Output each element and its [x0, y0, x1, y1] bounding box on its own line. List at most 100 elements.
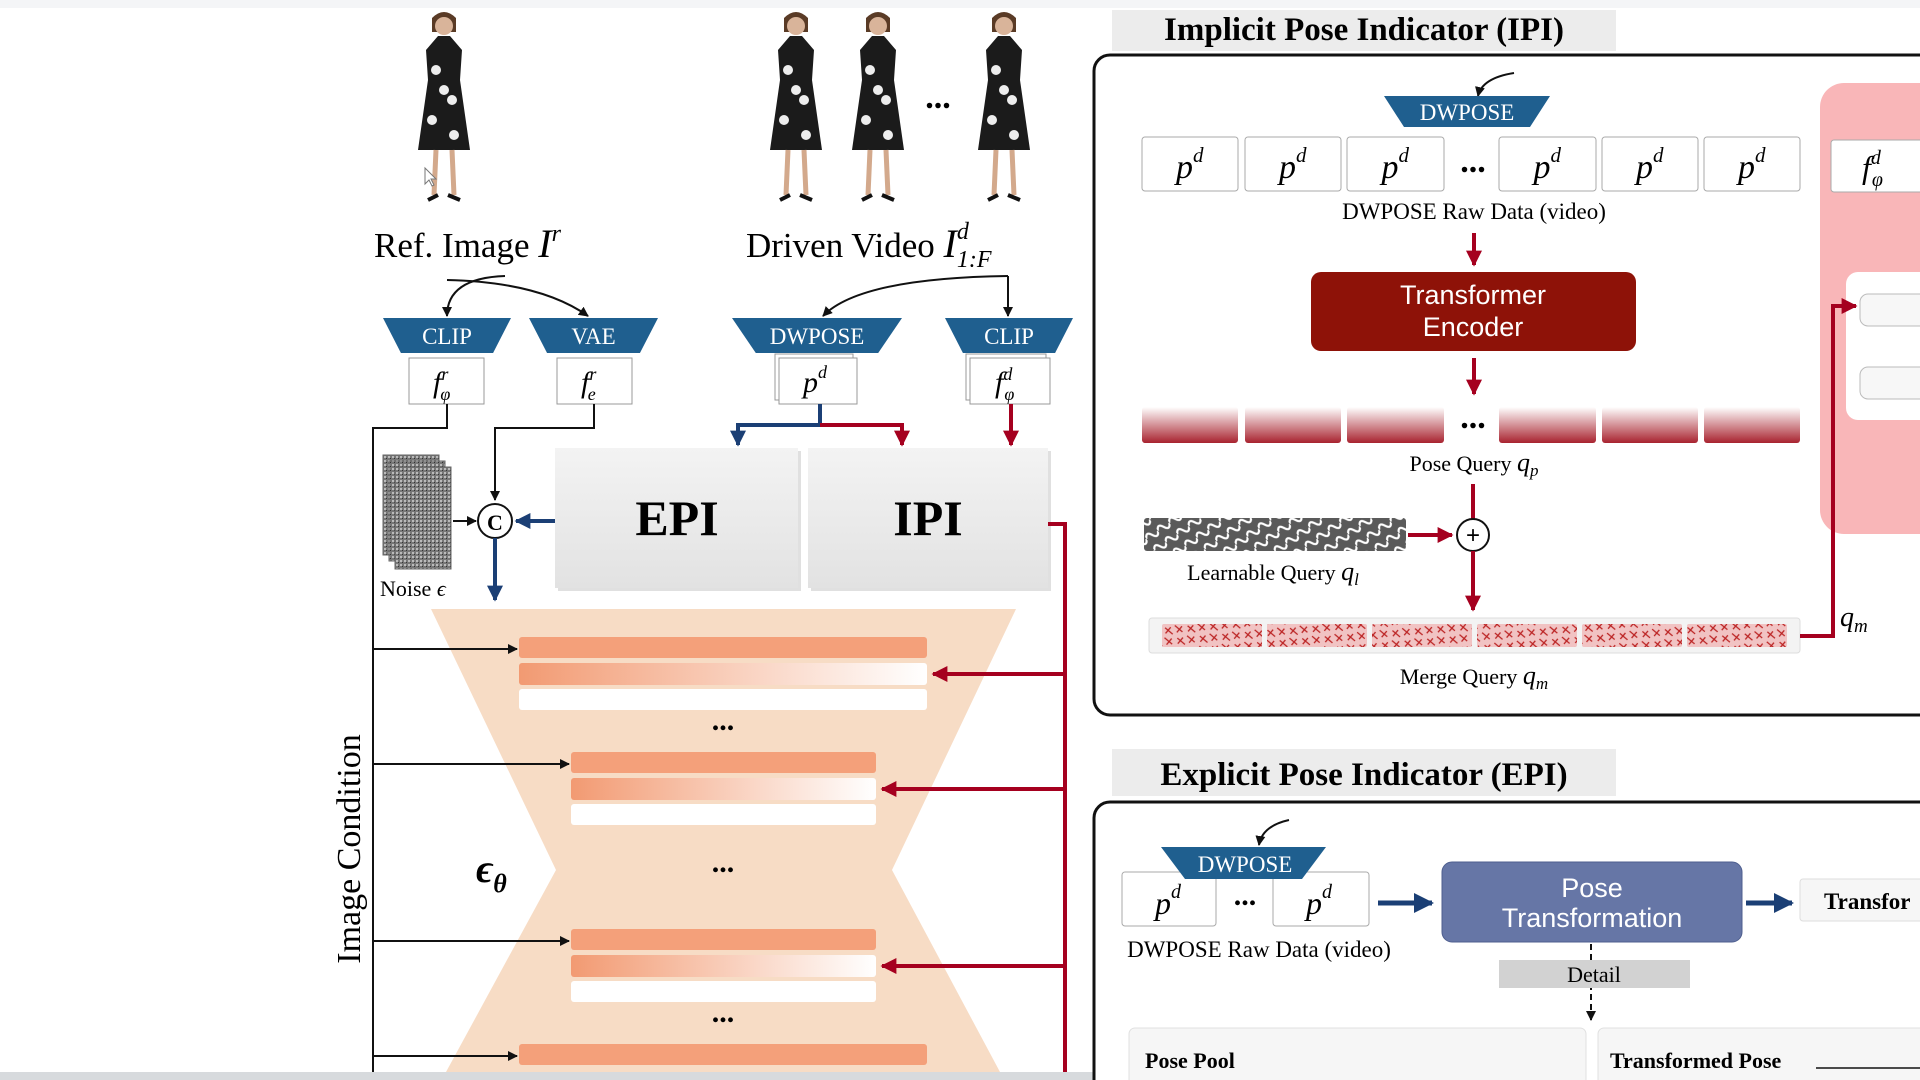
unet-block-bar [519, 1044, 927, 1065]
epi-dwpose-input-arrow [1255, 819, 1290, 846]
svg-text:fdφ: fdφ [995, 364, 1014, 404]
detail-label: Detail [1567, 962, 1621, 987]
image-condition-line [372, 404, 448, 1072]
merge-query-token [1162, 624, 1262, 647]
ref-to-clip-arrow [442, 275, 506, 317]
pose-query-token [1602, 407, 1698, 443]
clip-encoder-ref [383, 318, 511, 353]
svg-text:pd: pd [1634, 143, 1664, 186]
vae-encoder-label: VAE [571, 324, 615, 349]
svg-text:pd: pd [1153, 881, 1182, 921]
video-frames-ellipsis: ... [925, 79, 951, 116]
driven-video-frame [770, 12, 822, 202]
pose-query-token [1347, 407, 1444, 443]
plus-node: + [1456, 518, 1490, 552]
learnable-query-label: Learnable Query ql [1187, 557, 1359, 589]
ipi-pose-box: pd [1346, 136, 1445, 192]
pose-query-token [1499, 407, 1596, 443]
ipi-raw-data-label: DWPOSE Raw Data (video) [1342, 199, 1606, 224]
merge-query-token [1372, 624, 1472, 647]
pose-query-token [1245, 407, 1341, 443]
noise-label: Noise ϵ [380, 576, 447, 601]
unet-block-bar [571, 929, 876, 950]
merge-query-token [1267, 624, 1367, 647]
dwpose-encoder-label: DWPOSE [770, 324, 865, 349]
transformer-encoder [1311, 272, 1636, 351]
ipi-block: IPI [808, 448, 1051, 591]
bottom-bar [0, 1072, 1920, 1080]
transformed-output-label: Transfor [1824, 889, 1910, 914]
unet-block-empty-bar [519, 689, 927, 710]
unet-block-bar [571, 752, 876, 773]
unet-ellipsis: ... [712, 996, 735, 1029]
pose-query-token [1704, 407, 1800, 443]
transformed-pose-panel [1597, 1027, 1920, 1080]
svg-text:frφ: frφ [433, 364, 450, 404]
f-r-e-to-concat-line [490, 404, 595, 501]
ipi-pose-box: pd [1141, 136, 1239, 192]
dwpose-encoder [732, 318, 902, 353]
pose-to-epi-arrow [730, 404, 822, 447]
svg-text:pd: pd [801, 362, 828, 399]
epi-title-tab [1112, 749, 1616, 796]
ipi-dwpose-encoder [1384, 96, 1550, 127]
pose-query-token [1142, 407, 1238, 443]
unet-block-empty-bar [571, 804, 876, 825]
pose-query-label: Pose Query qp [1409, 448, 1538, 480]
ipi-dwpose-label: DWPOSE [1420, 100, 1515, 125]
clip-encoder-driven-label: CLIP [984, 324, 1034, 349]
video-to-dwpose-arrow [822, 275, 1009, 317]
svg-text:+: + [1466, 522, 1480, 549]
unet-block-empty-bar [571, 981, 876, 1002]
merge-query-label: Merge Query qm [1400, 661, 1548, 693]
ipi-clip-feature-box [1830, 139, 1920, 193]
svg-text:EPI: EPI [635, 490, 718, 546]
top-rule [0, 0, 1920, 8]
pose-pool-label: Pose Pool [1145, 1048, 1235, 1073]
ref-image-label: Ref. Image Ir [374, 221, 562, 266]
ipi-pose-box: pd [1703, 136, 1801, 192]
ipi-attention-slot-1 [1859, 293, 1920, 327]
ipi-title-tab [1112, 10, 1616, 51]
svg-text:pd: pd [1380, 143, 1410, 186]
unet-block-gradient-bar [519, 663, 927, 685]
ipi-attention-slot-2 [1859, 366, 1920, 400]
ref-to-vae-arrow [446, 279, 589, 317]
epi-pose-ellipsis: ... [1234, 879, 1257, 912]
concat-node: C [477, 503, 513, 539]
unet-symbol: ϵθ [476, 846, 507, 898]
epi-dwpose-label: DWPOSE [1198, 852, 1293, 877]
transformed-pose-label: Transformed Pose [1610, 1048, 1782, 1073]
cursor-icon [424, 166, 438, 187]
epi-title: Explicit Pose Indicator (EPI) [1160, 757, 1567, 793]
driven-video-frame [978, 12, 1030, 202]
unet-block-gradient-bar [571, 778, 876, 800]
dress-images [418, 12, 1030, 202]
ipi-pose-box: pd [1601, 136, 1699, 192]
ipi-output-line [1048, 522, 1067, 1072]
ipi-pose-ellipsis: ... [1460, 143, 1486, 180]
clip-encoder-ref-label: CLIP [422, 324, 472, 349]
pose-pool-panel [1128, 1027, 1587, 1080]
svg-text:IPI: IPI [893, 490, 962, 546]
merge-query-side-label: qm [1840, 602, 1868, 637]
unet-ellipsis: ... [712, 846, 735, 879]
merge-query-token [1477, 624, 1577, 647]
svg-text:fre: fre [581, 364, 597, 404]
reference-image-figure [418, 12, 470, 202]
svg-text:pd: pd [1277, 143, 1307, 186]
ipi-dwpose-input-arrow [1475, 72, 1515, 97]
ipi-title: Implicit Pose Indicator (IPI) [1164, 12, 1564, 48]
svg-text:pd: pd [1736, 143, 1766, 186]
vae-encoder [529, 318, 658, 353]
driven-pose-feature-box: pd [774, 353, 858, 405]
merge-query-token [1582, 624, 1682, 647]
